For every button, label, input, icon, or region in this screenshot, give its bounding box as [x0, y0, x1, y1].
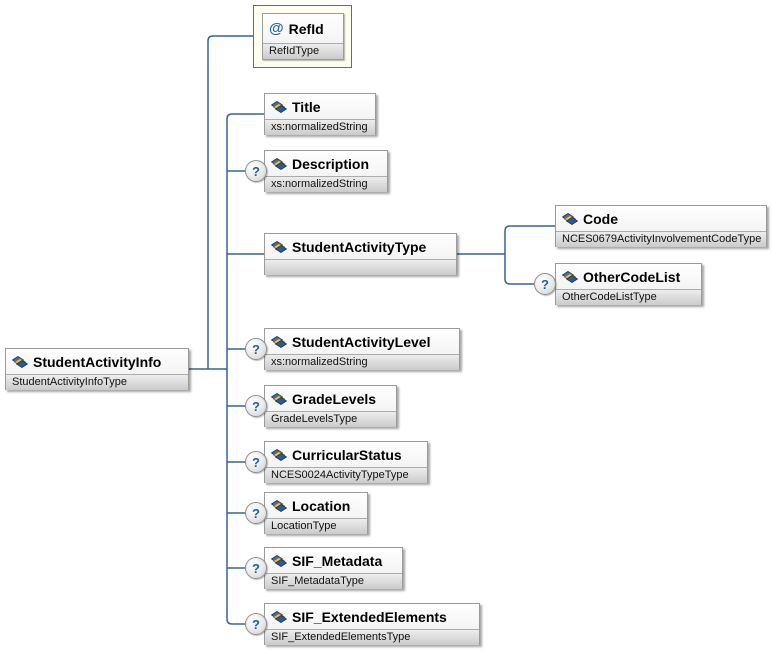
optional-indicator-gradelevels: ?: [245, 395, 267, 417]
element-type: SIF_MetadataType: [265, 573, 402, 589]
optional-indicator-location: ?: [245, 502, 267, 524]
node-name-row: CurricularStatus: [265, 442, 427, 467]
element-icon: [271, 448, 287, 461]
node-studentactivityinfo[interactable]: StudentActivityInfo StudentActivityInfoT…: [5, 348, 189, 390]
element-icon: [271, 499, 287, 512]
element-type: OtherCodeListType: [556, 289, 701, 305]
node-name-row: Title: [265, 94, 375, 119]
node-name-row: GradeLevels: [265, 386, 396, 411]
element-icon: [562, 270, 578, 283]
element-icon: [271, 335, 287, 348]
element-type: NCES0024ActivityTypeType: [265, 467, 427, 483]
element-icon: [271, 100, 287, 113]
node-code[interactable]: Code NCES0679ActivityInvolvementCodeType: [555, 205, 767, 247]
attribute-icon: @: [269, 20, 284, 37]
node-name-row: OtherCodeList: [556, 264, 701, 289]
element-type: SIF_ExtendedElementsType: [265, 629, 479, 645]
element-icon: [271, 240, 287, 253]
element-type: LocationType: [265, 518, 367, 534]
element-name: StudentActivityInfo: [33, 353, 162, 370]
node-studentactivitylevel[interactable]: StudentActivityLevel xs:normalizedString: [264, 328, 460, 370]
element-icon: [562, 212, 578, 225]
node-name-row: Code: [556, 206, 766, 231]
element-type: xs:normalizedString: [265, 176, 387, 192]
connector-child-trunk: [226, 113, 264, 625]
node-name-row: StudentActivityLevel: [265, 329, 459, 354]
element-type: [265, 259, 456, 275]
element-type: NCES0679ActivityInvolvementCodeType: [556, 231, 766, 247]
element-type: GradeLevelsType: [265, 411, 396, 427]
connector-sat-children: [504, 225, 555, 285]
node-name-row: @ RefId: [263, 14, 343, 43]
optional-indicator-studentactivitylevel: ?: [245, 338, 267, 360]
connector-to-refid: [207, 35, 253, 369]
optional-indicator-description: ?: [245, 160, 267, 182]
element-name: CurricularStatus: [292, 446, 402, 463]
optional-indicator-othercodelist: ?: [534, 273, 556, 295]
optional-indicator-curricularstatus: ?: [245, 451, 267, 473]
node-location[interactable]: Location LocationType: [264, 492, 368, 534]
element-name: RefId: [288, 20, 324, 37]
node-sif-extendedelements[interactable]: SIF_ExtendedElements SIF_ExtendedElement…: [264, 603, 480, 645]
element-name: StudentActivityLevel: [292, 333, 431, 350]
element-type: xs:normalizedString: [265, 354, 459, 370]
element-name: Title: [292, 98, 321, 115]
node-othercodelist[interactable]: OtherCodeList OtherCodeListType: [555, 263, 702, 305]
element-icon: [271, 157, 287, 170]
element-type: StudentActivityInfoType: [6, 374, 188, 390]
node-name-row: StudentActivityType: [265, 234, 456, 259]
node-title[interactable]: Title xs:normalizedString: [264, 93, 376, 135]
element-name: SIF_Metadata: [292, 552, 383, 569]
node-name-row: StudentActivityInfo: [6, 349, 188, 374]
element-type: RefIdType: [263, 43, 343, 59]
node-description[interactable]: Description xs:normalizedString: [264, 150, 388, 192]
node-name-row: Location: [265, 493, 367, 518]
element-icon: [271, 610, 287, 623]
element-name: OtherCodeList: [583, 268, 681, 285]
node-name-row: SIF_ExtendedElements: [265, 604, 479, 629]
element-icon: [271, 392, 287, 405]
optional-indicator-sif-metadata: ?: [245, 557, 267, 579]
node-name-row: Description: [265, 151, 387, 176]
node-refid[interactable]: @ RefId RefIdType: [262, 13, 344, 60]
node-curricularstatus[interactable]: CurricularStatus NCES0024ActivityTypeTyp…: [264, 441, 428, 483]
node-gradelevels[interactable]: GradeLevels GradeLevelsType: [264, 385, 397, 427]
optional-indicator-sif-extendedelements: ?: [245, 613, 267, 635]
element-name: GradeLevels: [292, 390, 377, 407]
element-icon: [271, 554, 287, 567]
node-sif-metadata[interactable]: SIF_Metadata SIF_MetadataType: [264, 547, 403, 589]
node-studentactivitytype[interactable]: StudentActivityType: [264, 233, 457, 275]
element-name: Code: [583, 210, 618, 227]
node-name-row: SIF_Metadata: [265, 548, 402, 573]
element-name: StudentActivityType: [292, 238, 427, 255]
attribute-container: @ RefId RefIdType: [253, 5, 352, 68]
element-name: SIF_ExtendedElements: [292, 608, 447, 625]
element-name: Description: [292, 155, 370, 172]
element-type: xs:normalizedString: [265, 119, 375, 135]
element-name: Location: [292, 497, 351, 514]
element-icon: [12, 355, 28, 368]
